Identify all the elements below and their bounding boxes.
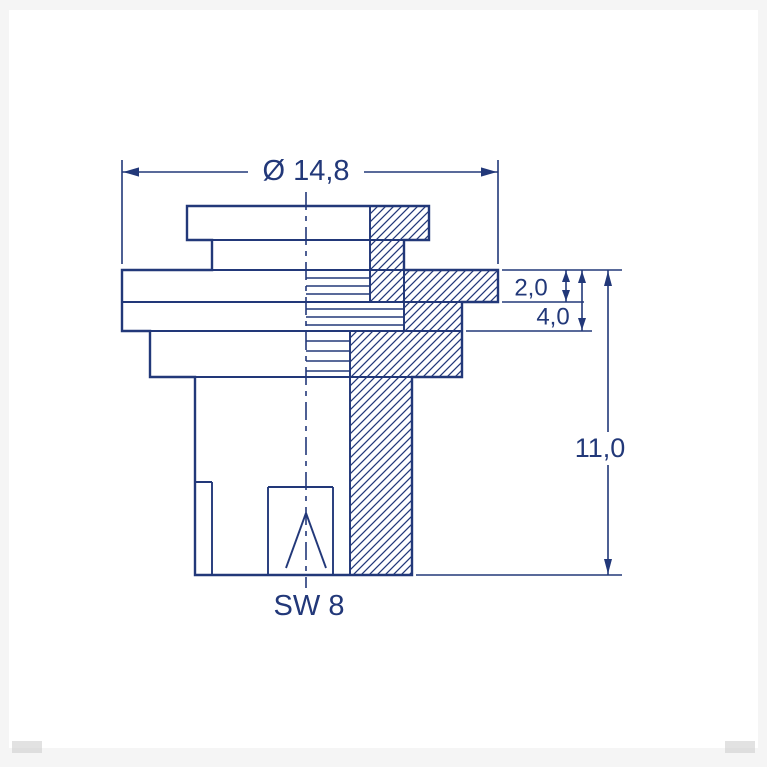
frame-right — [758, 0, 767, 767]
hatch-skirt-right — [369, 239, 405, 303]
wrench-size-label: SW 8 — [274, 590, 345, 622]
arrow-left — [123, 167, 139, 177]
corner-mark-right — [725, 741, 755, 753]
flange-thickness-label: 4,0 — [536, 304, 569, 331]
thread-lines — [306, 277, 404, 372]
frame-bottom — [0, 748, 767, 767]
hatch-cap-right — [369, 205, 430, 241]
hex-socket-vee — [285, 512, 327, 569]
hatch-body-right — [349, 376, 413, 576]
part-internal-edges — [122, 206, 498, 575]
section-hatching — [349, 205, 499, 576]
step-thickness-label: 2,0 — [514, 275, 547, 302]
total-height-label: 11,0 — [575, 433, 626, 463]
frame-top — [0, 0, 767, 10]
part-silhouette — [120, 204, 500, 577]
frame-left — [0, 0, 9, 767]
corner-mark-left — [12, 741, 42, 753]
arrow-right — [481, 167, 497, 177]
dimension-flange-4-0: 4,0 — [466, 270, 592, 332]
diameter-label: Ø 14,8 — [262, 155, 349, 187]
hatch-flange-right — [403, 269, 499, 303]
hatch-flange-step-right — [403, 301, 463, 332]
dimension-diameter: Ø 14,8 — [121, 154, 499, 264]
dimension-step-2-0: 2,0 — [502, 269, 622, 303]
hatch-shoulder-right — [349, 330, 463, 378]
dimension-height-11-0: 11,0 — [416, 270, 630, 576]
nozzle-insert-lines — [267, 486, 334, 575]
